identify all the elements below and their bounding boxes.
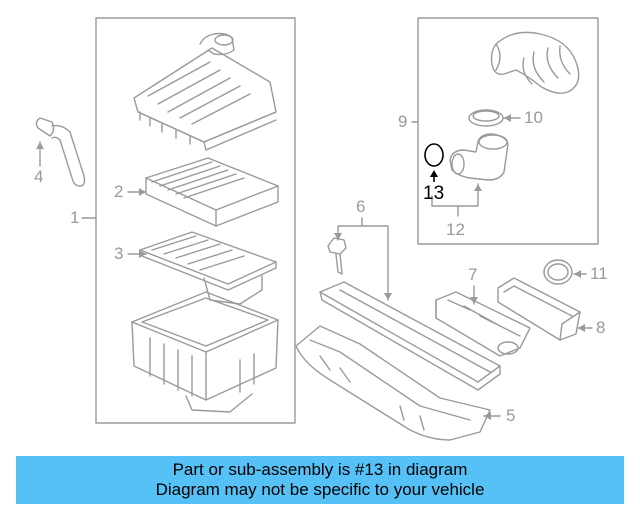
callout-5: 5 xyxy=(506,406,516,425)
callout-9: 9 xyxy=(398,112,408,131)
intake-hose xyxy=(490,31,580,94)
callout-2: 2 xyxy=(114,182,124,201)
banner-line-1: Part or sub-assembly is #13 in diagram xyxy=(172,460,468,479)
callout-10: 10 xyxy=(524,108,543,127)
info-banner: Part or sub-assembly is #13 in diagram D… xyxy=(16,456,624,504)
duct-clamp xyxy=(543,259,573,285)
callout-7: 7 xyxy=(468,265,478,284)
banner-line-2: Diagram may not be specific to your vehi… xyxy=(155,480,485,499)
hose-clamp xyxy=(468,109,504,127)
inlet-duct-upper xyxy=(319,281,501,391)
callout-3: 3 xyxy=(114,244,124,263)
callout-8: 8 xyxy=(596,318,606,337)
intake-duct-group-box xyxy=(417,17,599,245)
elbow-duct xyxy=(449,133,509,181)
air-filter xyxy=(145,157,279,227)
air-duct xyxy=(497,277,581,341)
callout-4: 4 xyxy=(34,167,44,186)
inlet-duct-lower xyxy=(295,325,491,441)
callout-11: 11 xyxy=(590,264,608,283)
callout-12: 12 xyxy=(446,220,465,239)
resonator xyxy=(435,291,531,357)
callout-13: 13 xyxy=(423,183,445,204)
callout-1: 1 xyxy=(70,208,80,227)
vent-hose xyxy=(35,117,86,187)
lower-housing xyxy=(131,291,279,413)
bolt xyxy=(327,237,347,275)
air-cleaner-group-box xyxy=(95,17,296,424)
air-cleaner-cover xyxy=(133,32,277,151)
callout-6: 6 xyxy=(356,197,366,216)
